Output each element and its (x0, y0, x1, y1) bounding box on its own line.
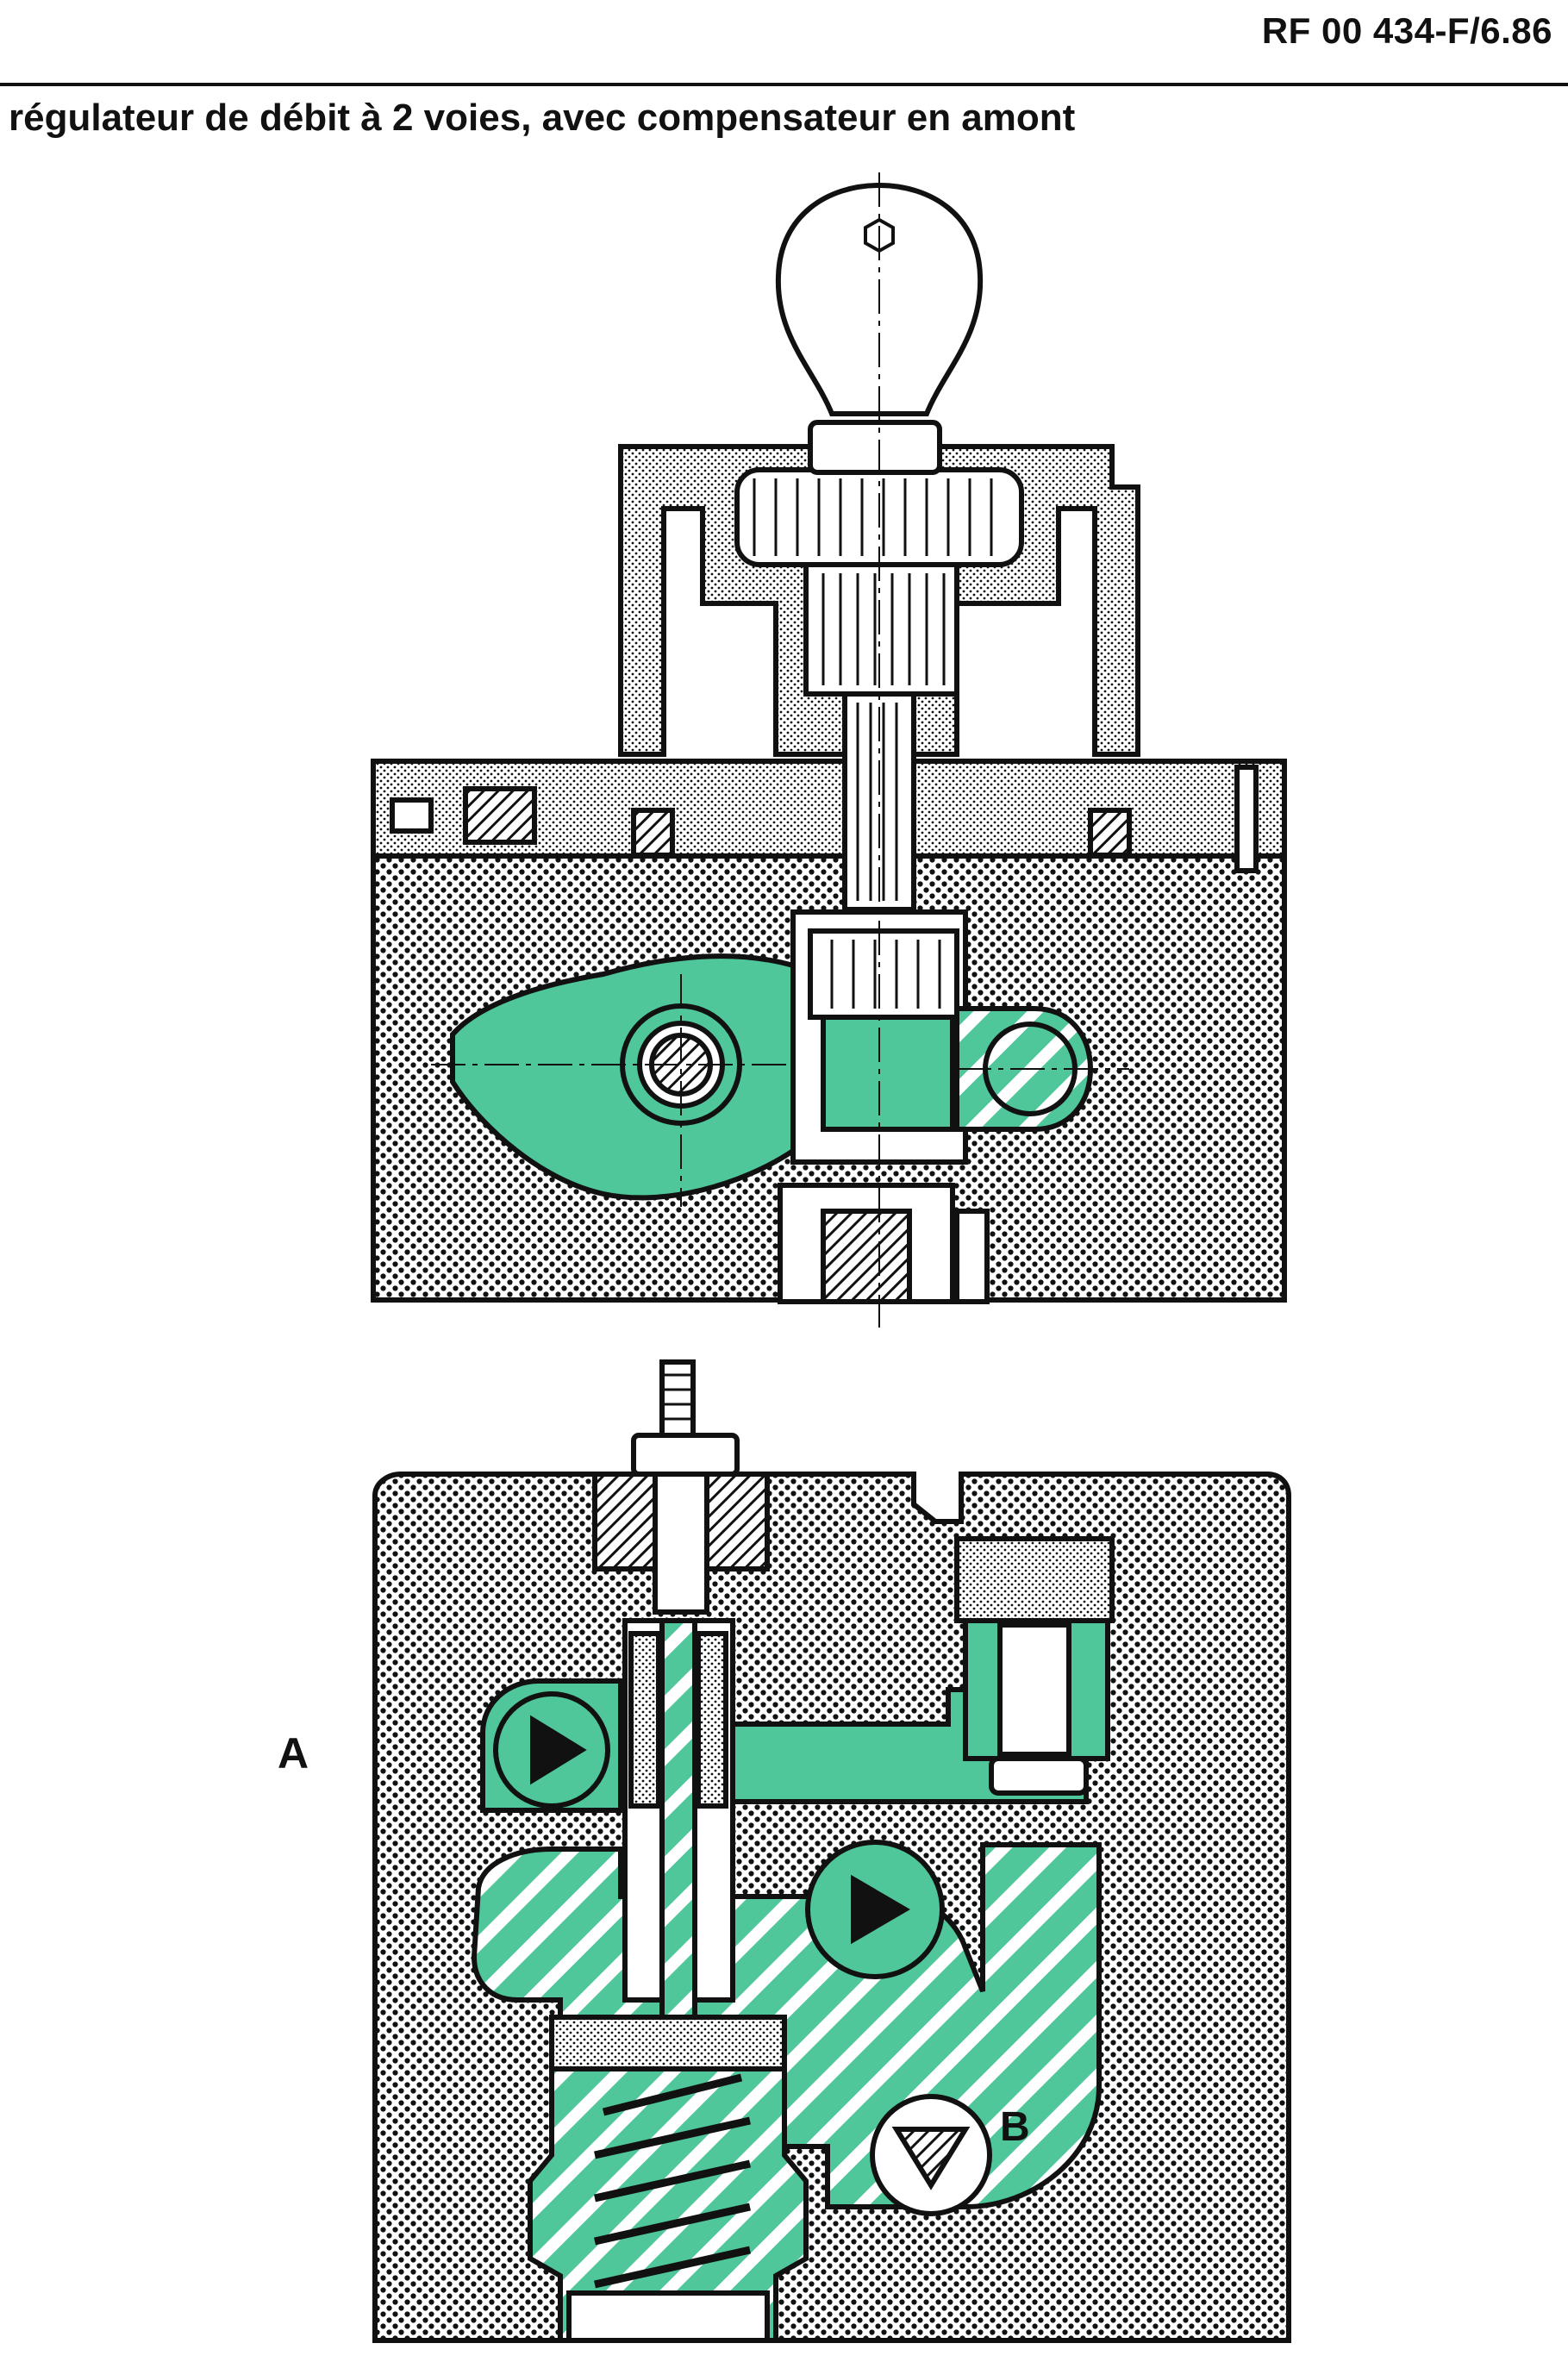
label-b: B (1000, 2104, 1030, 2150)
document-reference: RF 00 434-F/6.86 (1261, 10, 1552, 51)
right-pin (1234, 765, 1259, 873)
left-plug (390, 797, 434, 834)
header-divider (0, 83, 1568, 86)
knob-neck (808, 420, 942, 475)
lower-section-view (372, 1359, 1291, 2343)
lock-nut (631, 1433, 740, 1477)
upper-section-view (371, 172, 1287, 1328)
seal-left (631, 808, 675, 858)
label-a: A (278, 1729, 309, 1778)
port-b-arrow-icon (851, 1874, 910, 1945)
right-plug (954, 1536, 1115, 1623)
seal-right (1088, 808, 1132, 858)
right-poppet (997, 1622, 1071, 1757)
document-title: régulateur de débit à 2 voies, avec comp… (9, 97, 1076, 139)
adjust-screw-thread (659, 1359, 696, 1438)
knob-barrel (803, 562, 959, 697)
spring-cap (566, 2290, 770, 2343)
left-screw (463, 786, 537, 845)
port-a-arrow-icon (530, 1715, 587, 1785)
tank-triangle-icon (891, 2127, 971, 2190)
spring (594, 2073, 751, 2289)
